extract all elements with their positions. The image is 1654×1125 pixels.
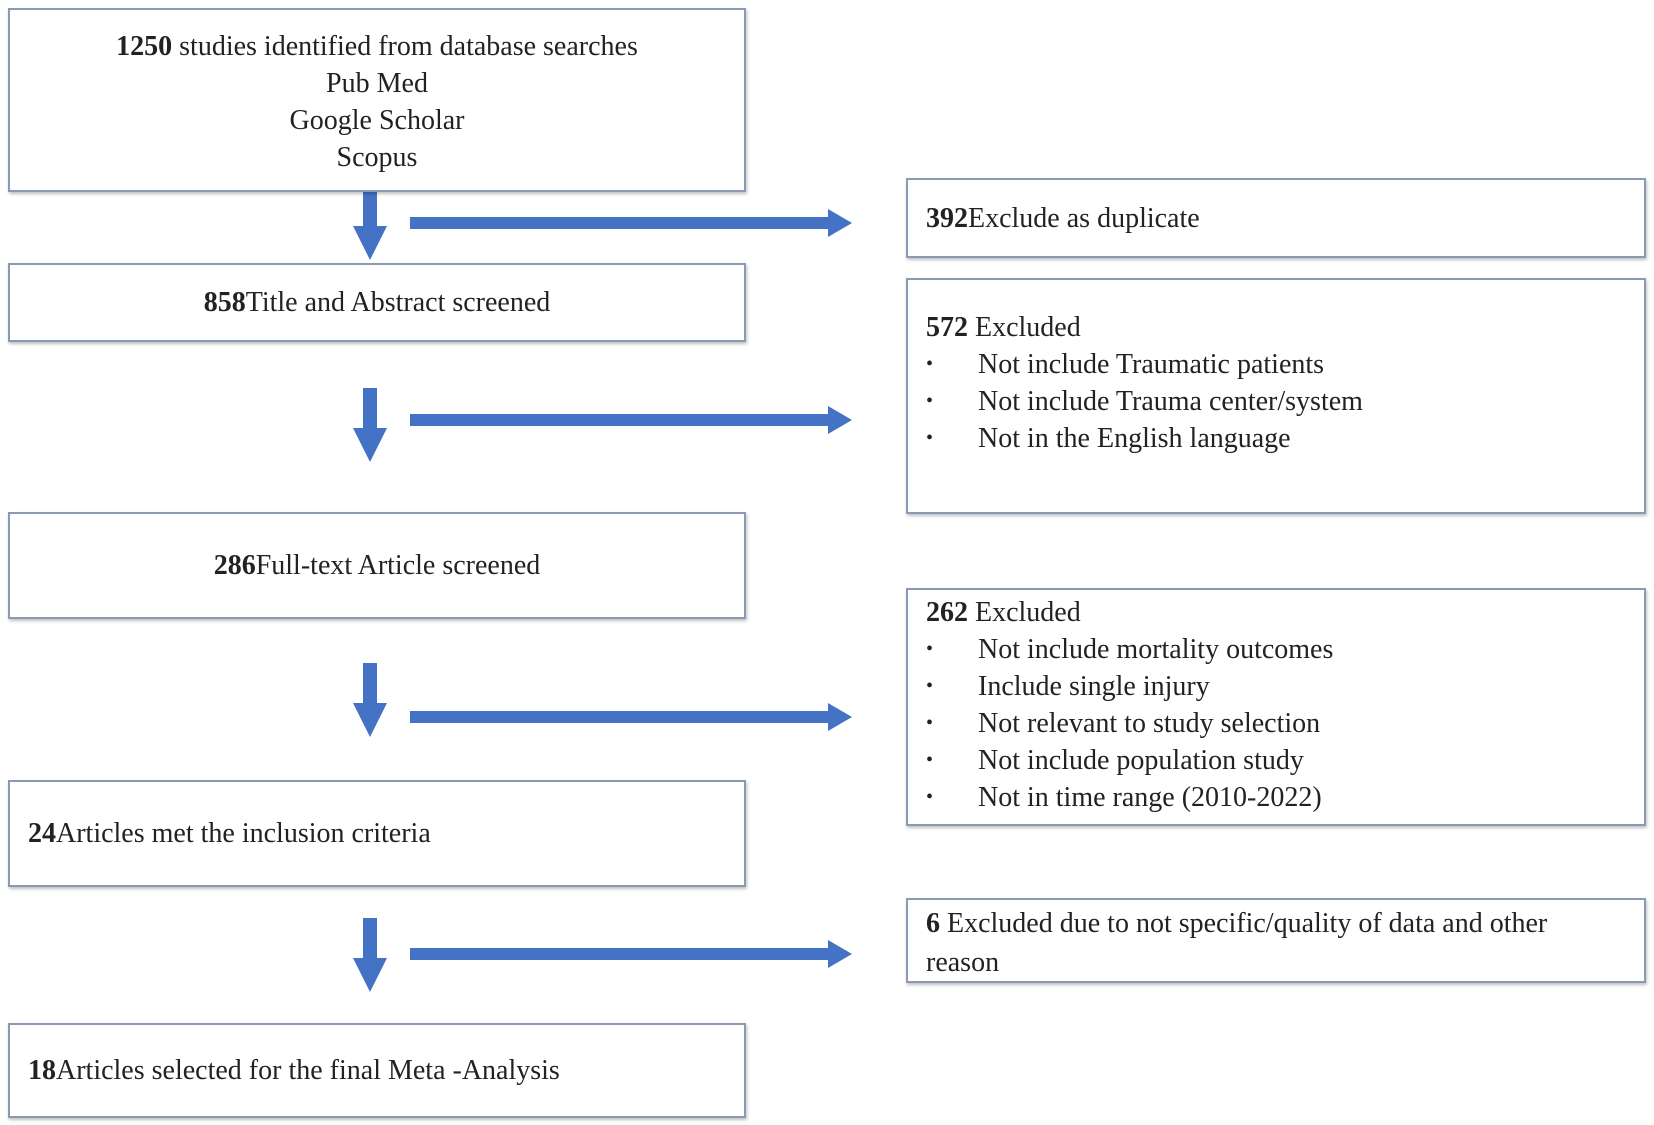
identification-box: 1250 studies identified from database se… [8,8,746,192]
excluded-3-box: 6 Excluded due to not specific/quality o… [906,898,1646,983]
duplicates-text: Exclude as duplicate [968,202,1200,234]
final-count: 18 [28,1055,56,1086]
right-arrow-1 [410,209,852,237]
excluded-3-text: Excluded due to not specific/quality of … [926,908,1548,978]
right-arrow-3 [410,703,852,731]
right-arrow-4 [410,940,852,968]
database-google-scholar: Google Scholar [289,105,465,136]
excluded-2-reason: Not include mortality outcomes [926,631,1644,668]
inclusion-text: Articles met the inclusion criteria [56,818,431,849]
database-pubmed: Pub Med [326,68,428,99]
excluded-2-reason: Include single injury [926,668,1644,705]
duplicates-box: 392 Exclude as duplicate [906,178,1646,258]
down-arrow-3 [353,663,387,737]
identification-count: 1250 [116,31,173,62]
full-text-text: Full-text Article screened [255,550,541,581]
inclusion-count: 24 [28,818,56,849]
down-arrow-4 [353,918,387,992]
identification-text: studies identified from database searche… [172,31,638,62]
excluded-1-count: 572 [926,312,968,343]
full-text-count: 286 [213,550,256,581]
excluded-3-count: 6 [926,908,940,939]
excluded-2-reason: Not include population study [926,742,1644,779]
full-text-box: 286 Full-text Article screened [8,512,746,619]
excluded-2-count: 262 [926,597,968,628]
excluded-2-text: Excluded [968,597,1081,628]
excluded-2-reason: Not in time range (2010-2022) [926,779,1644,816]
excluded-2-box: 262 Excluded Not include mortality outco… [906,588,1646,826]
duplicates-count: 392 [926,202,968,234]
right-arrow-2 [410,406,852,434]
excluded-1-reason: Not include Traumatic patients [926,346,1644,383]
final-text: Articles selected for the final Meta -An… [56,1055,560,1086]
database-scopus: Scopus [336,142,418,173]
title-abstract-box: 858 Title and Abstract screened [8,263,746,342]
down-arrow-1 [353,186,387,260]
inclusion-box: 24 Articles met the inclusion criteria [8,780,746,887]
excluded-1-box: 572 Excluded Not include Traumatic patie… [906,278,1646,514]
final-box: 18 Articles selected for the final Meta … [8,1023,746,1118]
excluded-2-reason: Not relevant to study selection [926,705,1644,742]
excluded-1-text: Excluded [968,312,1081,343]
title-abstract-text: Title and Abstract screened [245,287,551,318]
excluded-1-reason: Not in the English language [926,420,1644,457]
excluded-1-reason: Not include Trauma center/system [926,383,1644,420]
title-abstract-count: 858 [203,287,246,318]
down-arrow-2 [353,388,387,462]
